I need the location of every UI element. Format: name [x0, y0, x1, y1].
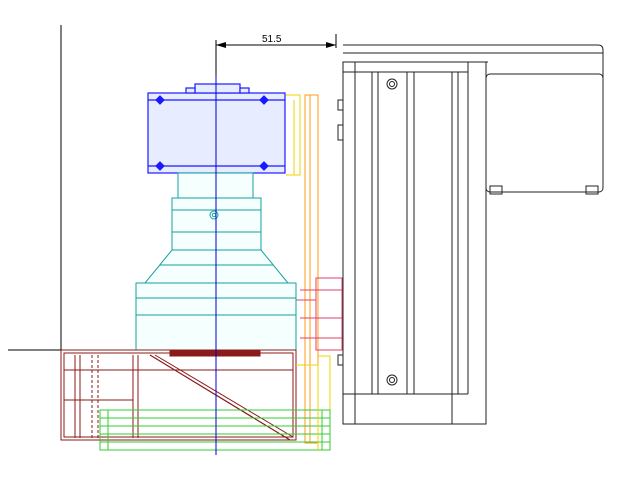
- linear-rail-actuator: [337, 44, 604, 425]
- rail-bolt-bottom: [386, 374, 398, 386]
- adapter-plate: [296, 277, 343, 351]
- dimension-annotation: 51.5: [215, 34, 337, 80]
- vertical-bracket: [286, 94, 331, 444]
- bottom-plate: [99, 409, 331, 451]
- dimension-value: 51.5: [262, 34, 282, 45]
- bottom-plate-outline: [296, 364, 319, 450]
- lens-adjust-screw: [209, 210, 219, 220]
- rail-bolt-top: [386, 78, 398, 90]
- camera-mount-point: [155, 95, 165, 105]
- lens-mount-housing: [60, 349, 297, 441]
